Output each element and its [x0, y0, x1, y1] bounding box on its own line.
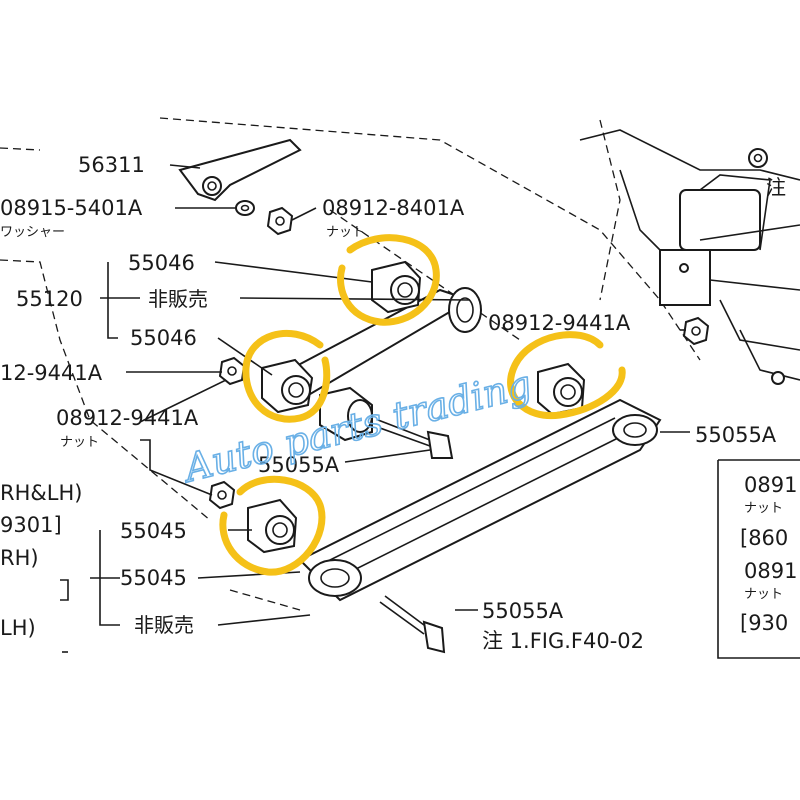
box-label-0891-b: 0891	[744, 559, 797, 583]
label-lh: LH)	[0, 616, 36, 640]
nut-08912-9441A-lower	[208, 480, 236, 510]
box-label-860: [860	[740, 526, 788, 550]
highlight-ring-top	[337, 234, 440, 326]
rear-subframe	[579, 129, 800, 385]
bushing-free	[319, 386, 373, 442]
housing-outline	[0, 147, 41, 151]
label-rh: RH)	[0, 546, 39, 570]
housing-outline	[159, 117, 701, 361]
housing-outline	[599, 119, 621, 301]
washer-08915	[235, 200, 255, 216]
label-08912-9441A-right: 08912-9441A	[488, 311, 631, 335]
label-08915-5401A: 08915-5401A	[0, 196, 143, 220]
label-55045-a: 55045	[120, 519, 187, 543]
nut-08912-9441A-right	[682, 316, 710, 346]
info-box-border	[717, 460, 800, 659]
bushing-55046-top	[371, 260, 422, 314]
bolt-55055A-upper	[377, 419, 454, 459]
label-55120: 55120	[16, 287, 83, 311]
nut-top-right	[748, 148, 768, 168]
label-08912-8401A: 08912-8401A	[322, 196, 465, 220]
box-label-nut-b: ナット	[744, 587, 783, 602]
label-nut-left: ナット	[60, 435, 99, 450]
label-55055A-right: 55055A	[695, 423, 777, 447]
label-rh-lh: RH&LH)	[0, 481, 82, 505]
label-55055A-bottom: 55055A	[482, 599, 564, 623]
highlight-ring-right	[507, 331, 626, 420]
highlight-ring-bottom	[219, 475, 326, 576]
bolt-55055A-lower	[379, 595, 446, 654]
box-label-930: [930	[740, 611, 788, 635]
label-55046-top: 55046	[128, 251, 195, 275]
bracket-56311	[178, 138, 302, 202]
label-55046-mid: 55046	[130, 326, 197, 350]
bushing-55045	[247, 498, 298, 554]
label-washer: ワッシャー	[0, 225, 65, 240]
lower-link-arm	[298, 398, 662, 602]
label-9301: 9301]	[0, 513, 62, 537]
nut-08912-8401A	[266, 206, 294, 236]
housing-outline	[0, 259, 211, 521]
nut-08912-9441A-left	[218, 356, 246, 386]
highlight-ring-mid	[242, 329, 331, 423]
label-note-top: 注	[766, 175, 786, 199]
label-08912-9441A-left: 08912-9441A	[56, 406, 199, 430]
label-not-for-sale: 非販売	[148, 287, 208, 311]
label-56311: 56311	[78, 153, 145, 177]
label-nut: ナット	[326, 225, 365, 240]
label-note-fig: 注 1.FIG.F40-02	[482, 629, 644, 653]
box-label-nut-a: ナット	[744, 501, 783, 516]
bushing-55046-mid	[261, 358, 314, 414]
box-label-0891-a: 0891	[744, 473, 797, 497]
label-55055A-mid: 55055A	[258, 453, 340, 477]
housing-outline	[229, 589, 301, 611]
label-55045-b: 55045	[120, 566, 187, 590]
bushing-55046-right	[537, 362, 586, 416]
label-not-for-sale-2: 非販売	[134, 613, 194, 637]
label-12-9441A: 12-9441A	[0, 361, 103, 385]
